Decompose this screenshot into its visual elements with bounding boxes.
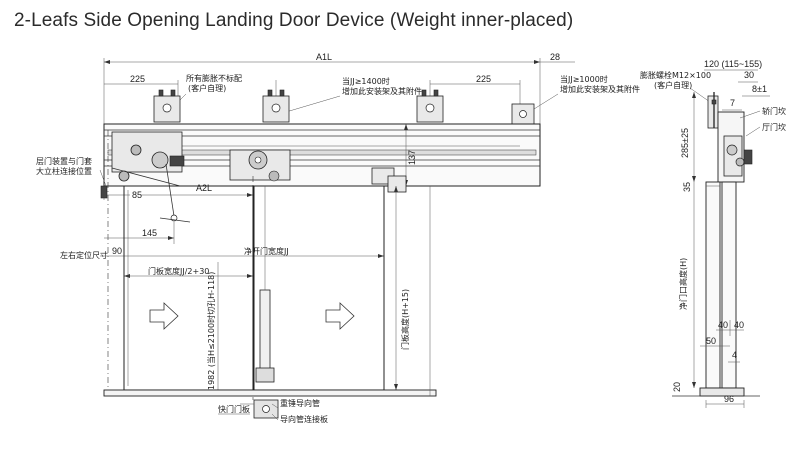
dim-120: 120 (115~155) — [704, 59, 762, 69]
dim-20: 20 — [672, 382, 682, 392]
dim-8: 8±1 — [752, 84, 767, 94]
dim-30: 30 — [744, 70, 754, 80]
note-jj1400-a: 当JJ≥1400时 — [342, 76, 390, 86]
dim-90: 90 — [112, 246, 122, 256]
door-linkage — [159, 163, 191, 223]
dim-285: 285±25 — [680, 128, 690, 158]
door-sill — [103, 186, 437, 397]
dim-a1l: A1L — [316, 52, 332, 62]
dim-50: 50 — [706, 336, 716, 346]
page-title: 2-Leafs Side Opening Landing Door Device… — [14, 10, 574, 31]
note-door-align-a: 层门装置与门套 — [36, 156, 92, 166]
note-bolt-side-2: (客户自理) — [654, 80, 692, 90]
open-arrow-right — [325, 302, 355, 330]
side-header — [717, 111, 753, 183]
mount-bracket-middle — [262, 89, 290, 123]
side-sill — [672, 387, 760, 397]
mount-bracket-left — [153, 89, 181, 123]
clear-height-label: 净门口高度(H) — [678, 258, 688, 310]
dim-145: 145 — [142, 228, 157, 238]
left-mechanism — [111, 131, 185, 187]
note-left-position: 左右定位尺寸 — [60, 250, 108, 260]
dim-7: 7 — [730, 98, 735, 108]
note-jj1000-b: 增加此安装架及其附件 — [560, 84, 640, 94]
dim-137: 137 — [407, 150, 417, 165]
note-bolts-2: (客户自理) — [188, 83, 226, 93]
note-car-sill: 轿门坎 — [762, 106, 786, 116]
front-view: A1L 28 225 225 所有膨胀不标配 (客户自理) 当JJ≥1400时 … — [36, 52, 640, 424]
dim-a2l: A2L — [196, 183, 212, 193]
weight-guide-tube — [255, 186, 275, 383]
note-hall-sill: 厅门坎 — [762, 122, 786, 132]
note-jj1400-b: 增加此安装架及其附件 — [342, 86, 422, 96]
dim-40-a: 40 — [718, 320, 728, 330]
dim-40-b: 40 — [734, 320, 744, 330]
note-bolt-side: 膨胀螺栓M12×100 — [640, 70, 711, 80]
mount-bracket-right — [416, 89, 444, 123]
door-panel-left — [123, 185, 255, 391]
note-weight-guide: 重锤导向管 — [280, 398, 320, 408]
side-view: 120 (115~155) 30 8±1 膨胀螺栓M12×100 (客户自理) … — [640, 59, 786, 408]
clear-width-label: 净开门宽度JJ — [244, 246, 289, 256]
door-panel-right — [252, 185, 385, 391]
note-door-align-b: 大立柱连接位置 — [36, 166, 92, 176]
roller-assembly — [229, 149, 407, 193]
panel-width-label: 门板宽度JJ/2+30 — [148, 266, 209, 276]
side-door-panel — [705, 181, 737, 389]
dim-85: 85 — [132, 190, 142, 200]
note-fast-door: 快门门板 — [218, 404, 250, 414]
dim-28: 28 — [550, 52, 560, 62]
mount-bracket-end — [511, 103, 535, 125]
weight-box — [240, 399, 279, 419]
dim-4: 4 — [732, 350, 737, 360]
dim-225-left: 225 — [130, 74, 145, 84]
dim-35: 35 — [682, 182, 692, 192]
note-guide-plate: 导向管连接板 — [280, 414, 328, 424]
note-bolts: 所有膨胀不标配 — [186, 73, 242, 83]
dim-96: 96 — [724, 394, 734, 404]
left-height-label: 1982 (当H≤2100时切孔H-118) — [206, 272, 216, 390]
side-bracket — [707, 92, 719, 129]
note-jj1000-a: 当JJ≥1000时 — [560, 74, 608, 84]
panel-height-label: 门板高度(H+15) — [400, 289, 410, 350]
dim-225-right: 225 — [476, 74, 491, 84]
open-arrow-left — [149, 302, 179, 330]
